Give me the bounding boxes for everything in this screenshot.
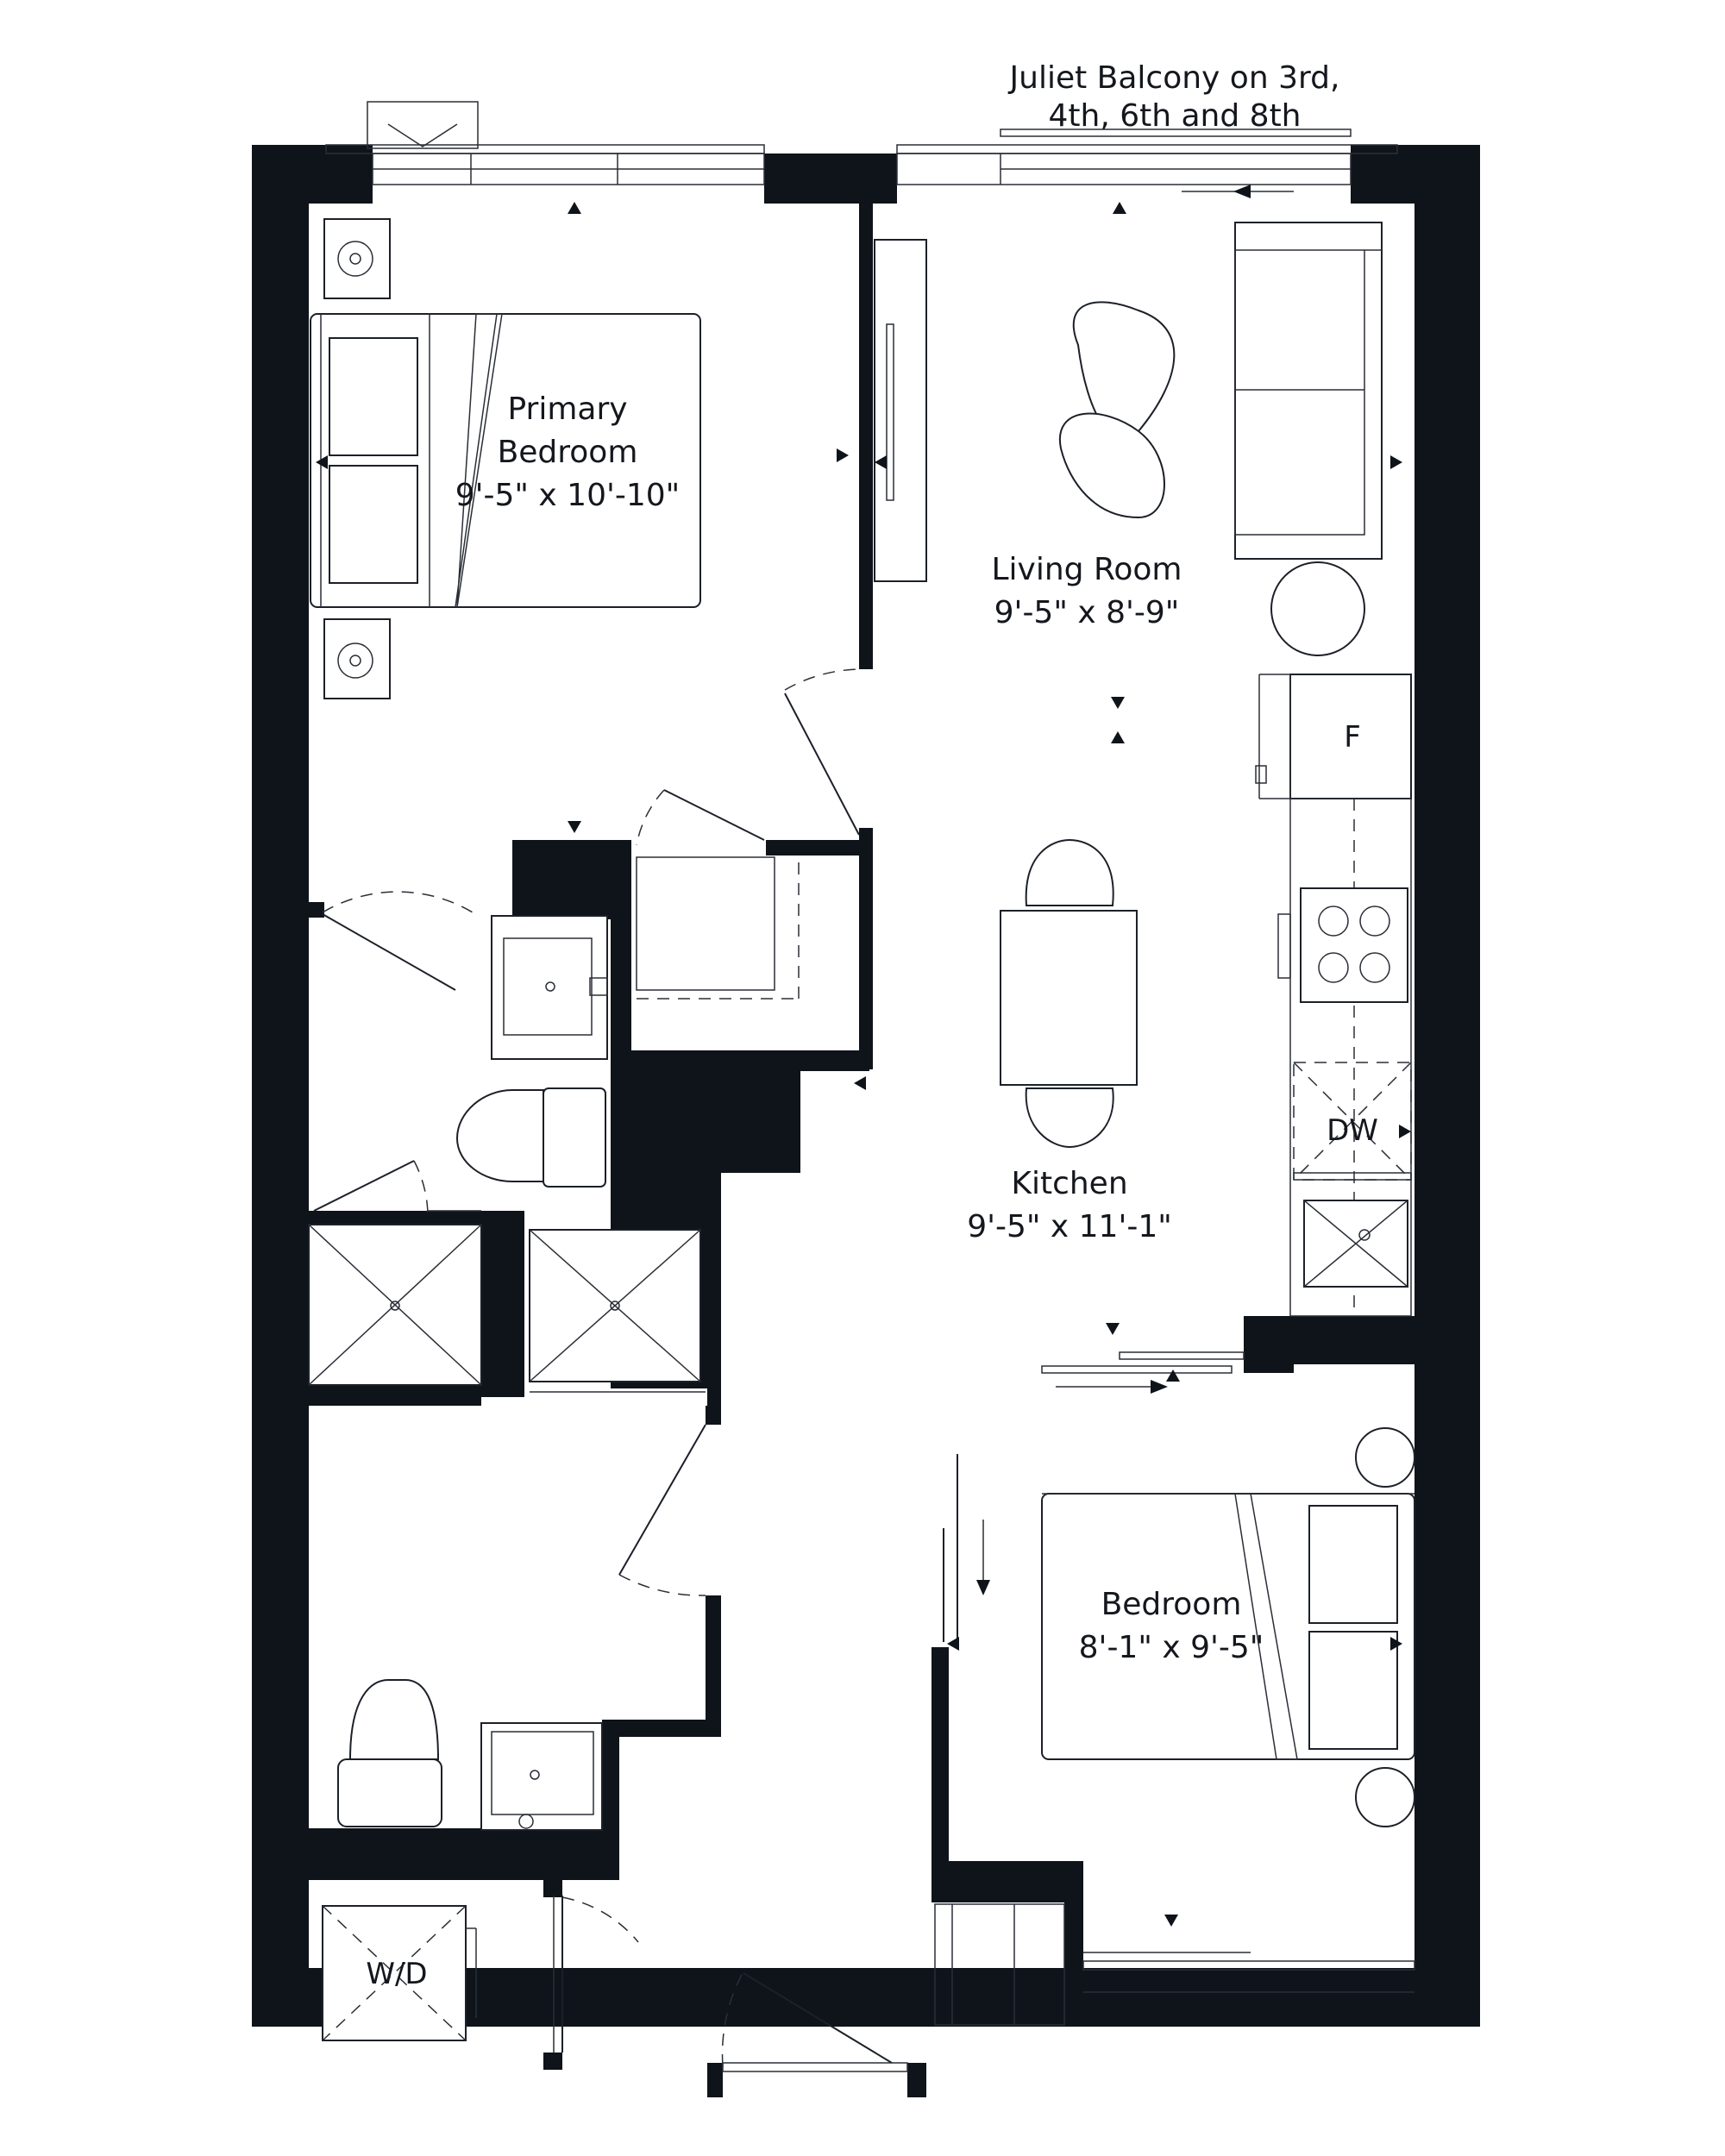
view-markers: [316, 202, 1411, 1927]
bath2-fixtures: [337, 1679, 603, 1831]
bedroom-name: Bedroom: [1101, 1587, 1242, 1622]
living-room-furniture: [874, 222, 1383, 656]
fridge-label: F: [1344, 720, 1361, 755]
primary-bedroom-dims: 9'-5" x 10'-10": [455, 478, 681, 513]
primary-bedroom-name-line1: Primary: [507, 392, 627, 427]
bedroom-dims: 8'-1" x 9'-5": [1079, 1630, 1264, 1665]
room-label-primary-bedroom: Primary Bedroom 9'-5" x 10'-10": [455, 392, 681, 513]
primary-bedroom-name-line2: Bedroom: [498, 435, 638, 470]
laundry-fixtures: [322, 1905, 477, 2041]
room-label-bedroom: Bedroom 8'-1" x 9'-5": [1079, 1587, 1264, 1665]
bath1-fixtures: [308, 915, 706, 1393]
dishwasher-label: DW: [1327, 1113, 1378, 1148]
bedroom-furniture: [1041, 1427, 1415, 1827]
primary-bedroom-furniture: [310, 218, 701, 699]
balcony-note-line1: Juliet Balcony on 3rd,: [1008, 60, 1340, 96]
kitchen-name: Kitchen: [1011, 1166, 1127, 1201]
room-label-kitchen: Kitchen 9'-5" x 11'-1": [967, 1166, 1172, 1244]
balcony-note-line2: 4th, 6th and 8th: [1048, 98, 1301, 134]
kitchen-dims: 9'-5" x 11'-1": [967, 1209, 1172, 1244]
living-room-dims: 9'-5" x 8'-9": [994, 595, 1180, 630]
doors: [313, 668, 1415, 2072]
room-label-living-room: Living Room 9'-5" x 8'-9": [992, 552, 1182, 630]
kitchen-furniture: [1000, 674, 1412, 1317]
living-room-name: Living Room: [992, 552, 1182, 587]
windows: [325, 101, 1398, 198]
washer-dryer-label: W/D: [366, 1957, 427, 1991]
